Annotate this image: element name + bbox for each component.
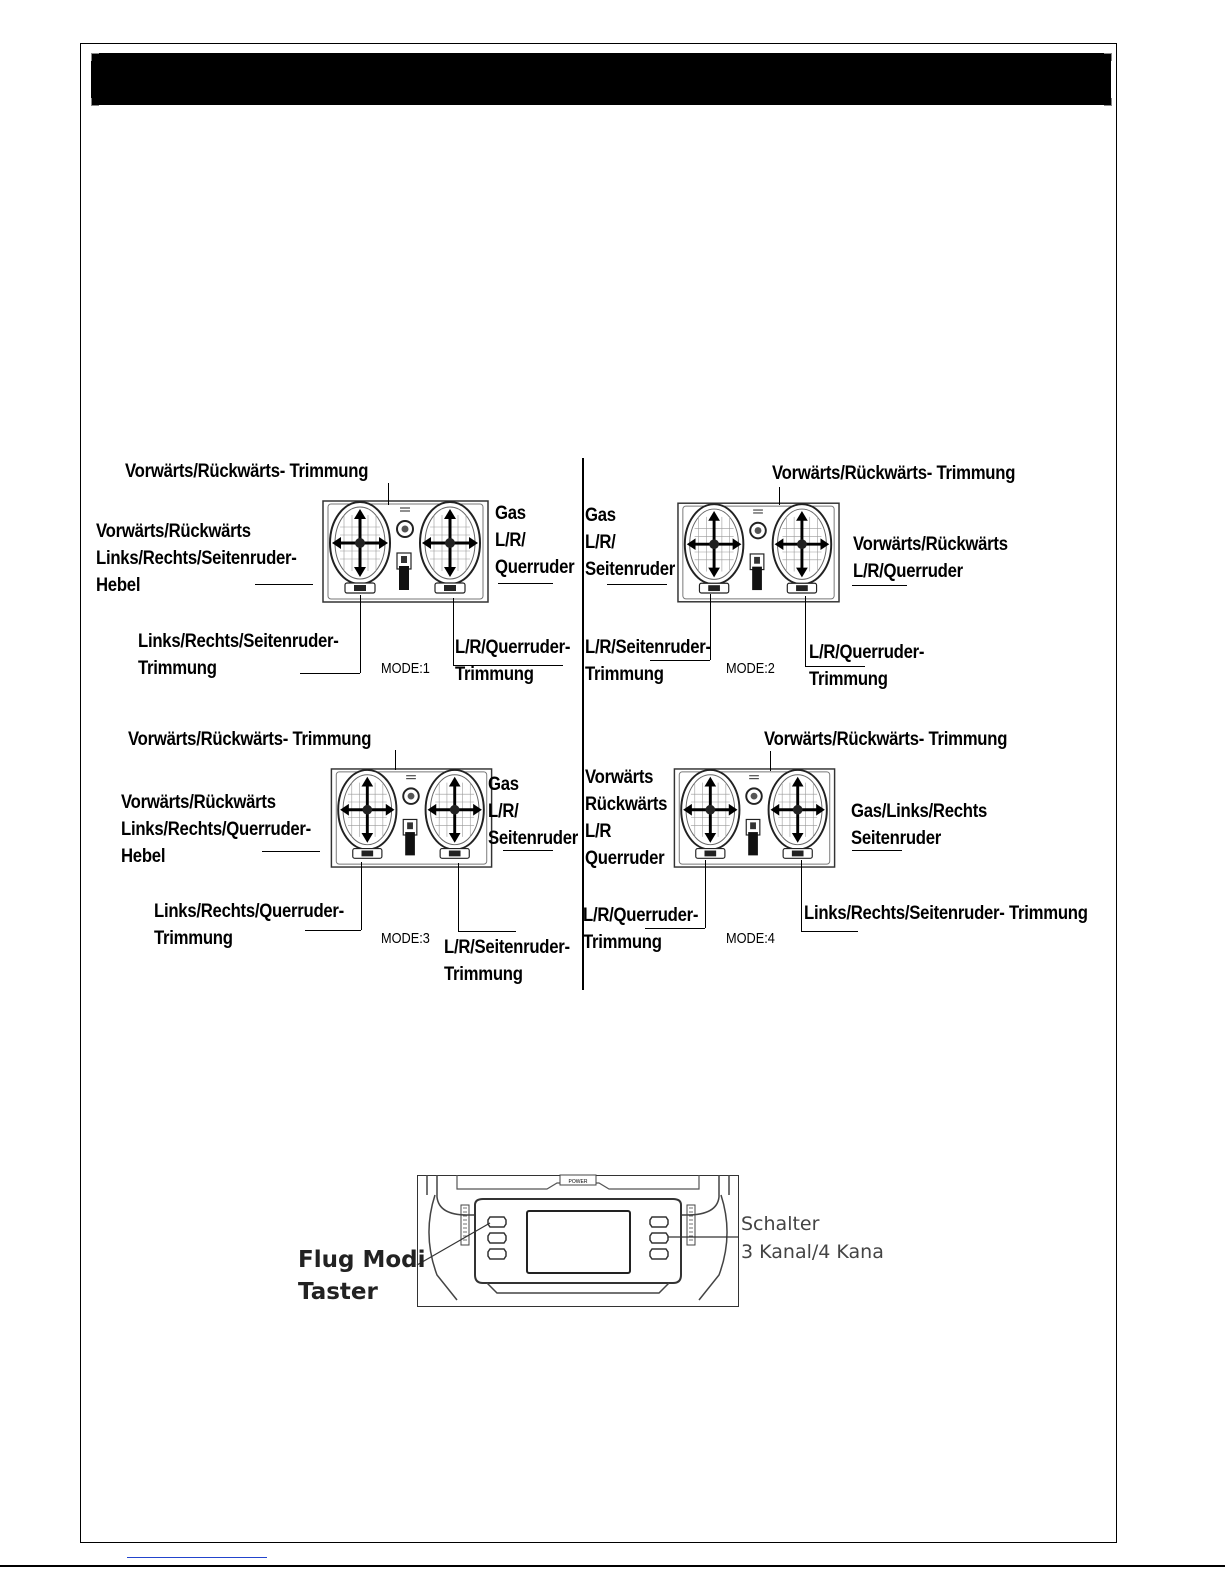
leader-line bbox=[852, 850, 902, 851]
leader-line bbox=[801, 931, 858, 932]
label-left-trim: L/R/Seitenruder- Trimmung bbox=[585, 637, 711, 685]
label-top-trim: Vorwärts/Rückwärts- Trimmung bbox=[764, 729, 1008, 750]
leader-line bbox=[458, 863, 459, 931]
leader-line bbox=[650, 660, 710, 661]
label-right-stick: Gas/Links/Rechts Seitenruder bbox=[851, 801, 988, 849]
leader-line bbox=[262, 851, 320, 852]
four-way-arrow-icon bbox=[680, 768, 741, 851]
four-way-arrow-icon bbox=[771, 503, 833, 586]
banner-corner bbox=[1104, 53, 1112, 61]
leader-line bbox=[360, 595, 361, 673]
mode-label: MODE:3 bbox=[381, 930, 430, 947]
label-switch: Schalter 3 Kanal/4 Kana bbox=[741, 1213, 884, 1263]
four-way-arrow-icon bbox=[424, 768, 485, 851]
four-way-arrow-icon bbox=[329, 501, 391, 585]
label-top-trim: Vorwärts/Rückwärts- Trimmung bbox=[772, 463, 1016, 484]
leader-line bbox=[607, 584, 667, 585]
power-switch-icon bbox=[749, 553, 765, 591]
leader-line bbox=[770, 751, 771, 771]
header-banner bbox=[91, 53, 1111, 105]
leader-line bbox=[255, 584, 313, 585]
four-way-arrow-icon bbox=[767, 768, 828, 851]
transmitter-panel bbox=[322, 500, 489, 603]
label-left-trim: Links/Rechts/Seitenruder- Trimmung bbox=[138, 631, 339, 679]
page-frame bbox=[80, 43, 1117, 1543]
label-left-stick: Vorwärts/Rückwärts Links/Rechts/Querrude… bbox=[121, 792, 311, 867]
power-switch-icon bbox=[402, 818, 418, 856]
leader-line bbox=[710, 594, 711, 660]
transmitter-panel bbox=[673, 768, 836, 868]
footer-line bbox=[0, 1565, 1225, 1567]
leader-line bbox=[361, 862, 362, 930]
label-top-trim: Vorwärts/Rückwärts- Trimmung bbox=[125, 461, 369, 482]
label-right-stick: Gas L/R/ Seitenruder bbox=[488, 774, 579, 849]
leader-line bbox=[300, 673, 360, 674]
four-way-arrow-icon bbox=[683, 503, 745, 586]
leader-line bbox=[645, 928, 705, 929]
four-way-arrow-icon bbox=[419, 501, 481, 585]
transmitter-front: POWER bbox=[416, 1174, 739, 1307]
label-top-trim: Vorwärts/Rückwärts- Trimmung bbox=[128, 729, 372, 750]
mode-label: MODE:2 bbox=[726, 660, 775, 677]
label-left-trim: L/R/Querruder- Trimmung bbox=[583, 905, 699, 953]
power-switch-icon bbox=[745, 818, 761, 856]
label-flight-mode: Flug Modi Taster bbox=[298, 1247, 426, 1305]
leader-line bbox=[503, 850, 553, 851]
power-text: POWER bbox=[569, 1179, 588, 1185]
banner-corner bbox=[91, 98, 99, 106]
leader-line bbox=[388, 483, 389, 505]
mode-label: MODE:1 bbox=[381, 660, 430, 677]
leader-line bbox=[779, 487, 780, 505]
footer-link-underline bbox=[127, 1557, 267, 1558]
leader-line bbox=[453, 598, 454, 665]
label-left-stick: Vorwärts/Rückwärts Links/Rechts/Seitenru… bbox=[96, 521, 297, 596]
label-right-trim: L/R/Querruder- Trimmung bbox=[455, 637, 571, 685]
leader-line bbox=[852, 585, 907, 586]
transmitter-panel bbox=[677, 502, 840, 603]
label-left-trim: Links/Rechts/Querruder- Trimmung bbox=[154, 901, 344, 949]
banner-corner bbox=[1104, 98, 1112, 106]
leader-line bbox=[498, 583, 553, 584]
leader-line bbox=[458, 931, 516, 932]
label-right-stick: Gas L/R/ Querruder bbox=[495, 503, 575, 578]
mode-label: MODE:4 bbox=[726, 930, 775, 947]
label-right-stick: Vorwärts/Rückwärts L/R/Querruder bbox=[853, 534, 1008, 582]
transmitter-panel bbox=[330, 768, 493, 868]
power-switch-icon bbox=[396, 552, 412, 590]
label-left-stick: Gas L/R/ Seitenruder bbox=[585, 505, 676, 580]
four-way-arrow-icon bbox=[337, 768, 398, 851]
leader-line bbox=[801, 860, 802, 931]
label-right-trim: L/R/Querruder- Trimmung bbox=[809, 642, 925, 690]
leader-line bbox=[305, 930, 361, 931]
label-right-trim: Links/Rechts/Seitenruder- Trimmung bbox=[804, 903, 1088, 924]
mode-divider bbox=[582, 458, 584, 990]
leader-line bbox=[805, 666, 865, 667]
banner-corner bbox=[91, 53, 99, 61]
leader-line bbox=[705, 860, 706, 928]
leader-line bbox=[805, 596, 806, 666]
label-left-stick: Vorwärts Rückwärts L/R Querruder bbox=[585, 767, 668, 869]
leader-line bbox=[395, 750, 396, 770]
label-right-trim: L/R/Seitenruder- Trimmung bbox=[444, 937, 570, 985]
leader-line bbox=[453, 665, 563, 666]
